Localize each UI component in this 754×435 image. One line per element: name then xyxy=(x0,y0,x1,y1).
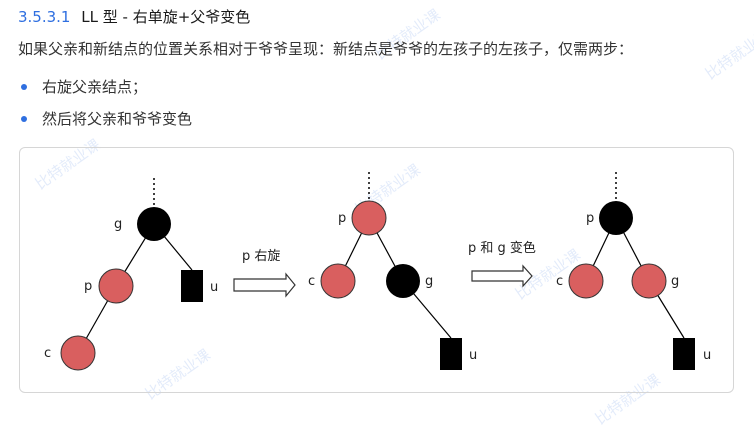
label-p: p xyxy=(84,279,92,294)
node-p xyxy=(351,200,387,236)
list-item: 右旋父亲结点； xyxy=(18,76,192,108)
node-g xyxy=(137,207,171,241)
label-c: c xyxy=(44,346,51,361)
tree-middle: p c g u xyxy=(308,172,477,370)
arrow-rotate: p 右旋 xyxy=(233,249,296,298)
section-title: LL 型 - 右单旋+父爷变色 xyxy=(81,8,251,26)
diagram-canvas: g p u c p 右旋 p c g u p 和 g 变 xyxy=(44,172,711,371)
node-u xyxy=(673,338,695,370)
node-p xyxy=(98,268,134,304)
label-p: p xyxy=(338,211,346,226)
label-g: g xyxy=(671,274,679,289)
label-u: u xyxy=(469,348,477,363)
node-u xyxy=(440,338,462,370)
rotation-diagram: g p u c p 右旋 p c g u p 和 g 变 xyxy=(19,147,734,393)
section-heading: 3.5.3.1 LL 型 - 右单旋+父爷变色 xyxy=(18,6,250,27)
arrow-label: p 和 g 变色 xyxy=(468,240,536,256)
arrow-label: p 右旋 xyxy=(242,249,280,264)
list-item: 然后将父亲和爷爷变色 xyxy=(18,108,192,140)
tree-after: p c g u xyxy=(556,172,711,370)
steps-list: 右旋父亲结点； 然后将父亲和爷爷变色 xyxy=(18,76,192,140)
section-number: 3.5.3.1 xyxy=(18,8,71,26)
label-u: u xyxy=(210,280,218,295)
arrow-right-icon xyxy=(233,272,296,298)
label-g: g xyxy=(114,217,122,232)
label-c: c xyxy=(308,274,315,289)
node-g xyxy=(631,263,667,299)
node-c xyxy=(320,263,356,299)
watermark-text: 比特就业课 xyxy=(702,26,754,84)
node-u xyxy=(181,270,203,302)
step-text: 右旋父亲结点； xyxy=(42,78,148,96)
arrow-recolor: p 和 g 变色 xyxy=(468,240,536,288)
node-p xyxy=(599,201,633,235)
label-g: g xyxy=(425,274,433,289)
label-p: p xyxy=(586,211,594,226)
label-u: u xyxy=(703,348,711,363)
intro-paragraph: 如果父亲和新结点的位置关系相对于爷爷呈现：新结点是爷爷的左孩子的左孩子，仅需两步… xyxy=(18,40,634,58)
watermark: 比特就业课 xyxy=(702,26,754,84)
node-g xyxy=(386,264,420,298)
arrow-right-icon xyxy=(471,264,533,288)
step-text: 然后将父亲和爷爷变色 xyxy=(42,110,193,128)
node-c xyxy=(60,335,96,371)
bullet-icon xyxy=(21,84,27,90)
bullet-icon xyxy=(21,116,27,122)
label-c: c xyxy=(556,274,563,289)
node-c xyxy=(568,263,604,299)
tree-before: g p u c xyxy=(44,178,218,371)
